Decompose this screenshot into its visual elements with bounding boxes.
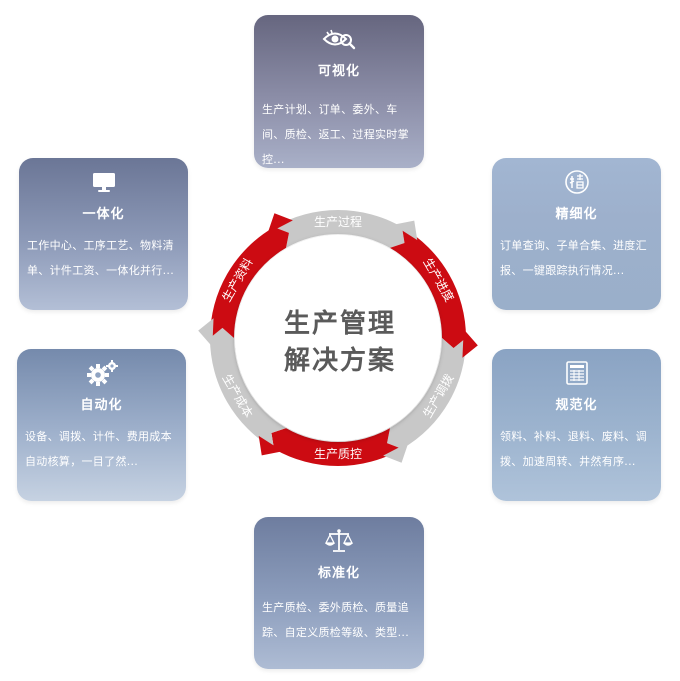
card-visualization: 可视化 生产计划、订单、委外、车间、质检、返工、过程实时掌控... [254,15,424,168]
card-title: 自动化 [80,398,123,413]
card-standardization-flow: 规范化 领料、补料、退料、废料、调拨、加速周转、井然有序... [492,349,661,501]
card-title: 标准化 [317,566,360,581]
card-description: 设备、调拨、计件、费用成本自动核算，一目了然... [25,430,172,468]
monitor-icon [19,168,188,196]
card-title: 一体化 [82,207,125,222]
fine-circle-icon [492,168,661,196]
ring-segment [271,428,402,466]
card-description: 生产计划、订单、委外、车间、质检、返工、过程实时掌控... [262,103,409,166]
ring-center-disc [235,235,441,441]
ring-segment [274,209,405,248]
ring-segment-label: 生产过程 [314,214,362,229]
ring-arrowhead [198,318,214,347]
ring-arrowhead [462,329,478,358]
card-integration: 一体化 工作中心、工序工艺、物料清单、计件工资、一体化并行... [19,158,188,310]
card-standard: 标准化 生产质检、委外质检、质量追踪、自定义质检等级、类型... [254,517,424,669]
form-icon [492,359,661,387]
ring-arrowhead [258,435,283,456]
ring-segment [387,338,466,449]
card-description: 生产质检、委外质检、质量追踪、自定义质检等级、类型... [262,601,409,639]
ring-segment-label: 生产质控 [314,447,362,461]
center-title-line1: 生产管理 [283,309,396,339]
eye-magnifier-icon [254,25,424,53]
card-title: 规范化 [555,398,598,413]
card-title: 精细化 [555,207,598,222]
ring-arrowhead [393,220,418,241]
center-title-line2: 解决方案 [283,346,396,376]
ring-arrowhead [383,442,409,463]
card-description: 订单查询、子单合集、进度汇报、一键跟踪执行情况... [500,239,647,277]
card-refinement: 精细化 订单查询、子单合集、进度汇报、一键跟踪执行情况... [492,158,661,310]
gears-icon [17,359,186,387]
ring-segment [210,227,289,338]
card-automation: 自动化 设备、调拨、计件、费用成本自动核算，一目了然... [17,349,186,501]
card-description: 工作中心、工序工艺、物料清单、计件工资、一体化并行... [27,239,174,277]
scale-icon [254,527,424,555]
ring-segment [390,227,466,349]
card-description: 领料、补料、退料、废料、调拨、加速周转、井然有序... [500,430,647,468]
card-title: 可视化 [317,64,360,79]
ring-segment [210,327,286,449]
